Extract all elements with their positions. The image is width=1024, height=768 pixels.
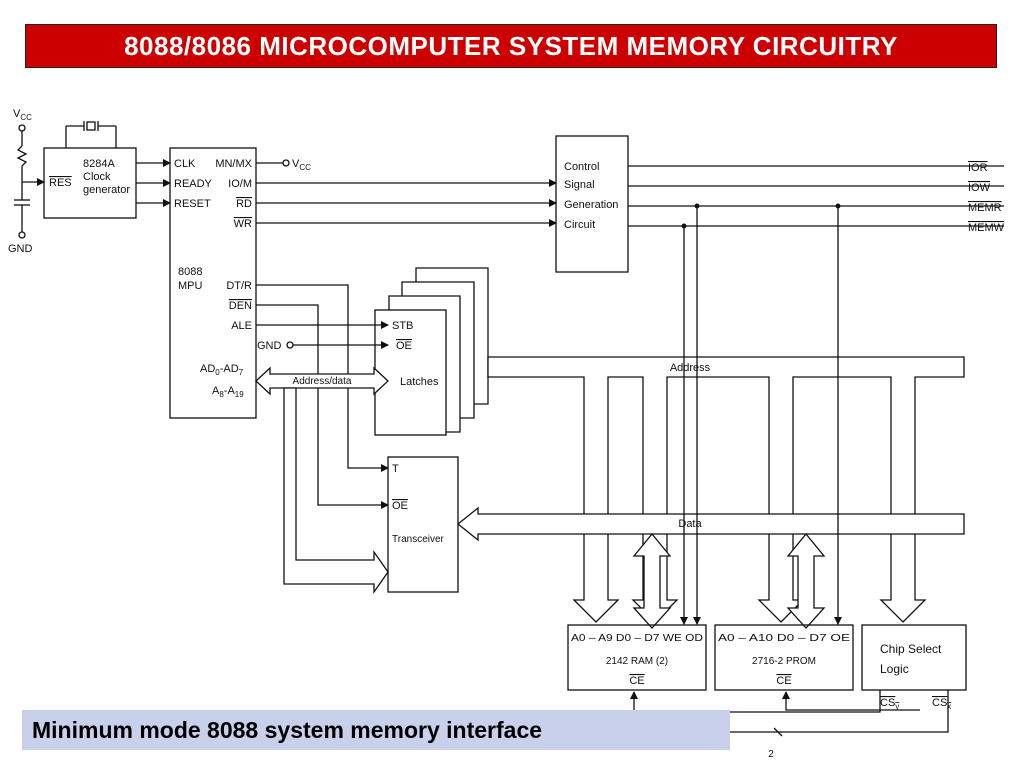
mpu-pin-iom: IO/M — [228, 178, 252, 190]
power-reset-circuit — [14, 124, 45, 239]
mpu-box — [169, 147, 257, 419]
res-label: RES — [49, 177, 72, 189]
address-data-label: Address/data — [293, 376, 352, 387]
mpu-name-2: MPU — [178, 280, 203, 292]
oe-gnd-label: GND — [257, 340, 282, 352]
chip-select-name-1: Chip Select — [880, 642, 942, 656]
control-name-3: Generation — [564, 199, 618, 211]
latches-stack — [374, 267, 489, 436]
ram-data-arrow — [632, 532, 672, 629]
clock-name-3: generator — [83, 184, 130, 196]
vcc-terminal — [18, 124, 26, 132]
latches-name: Latches — [400, 376, 439, 388]
mpu-pin-mnmx: MN/MX — [215, 158, 252, 170]
mpu-pin-rd: RD — [236, 198, 252, 210]
clock-name-2: Clock — [83, 171, 111, 183]
mpu-pin-den: DEN — [229, 300, 252, 312]
vcc-label: V — [13, 108, 21, 120]
control-name-4: Circuit — [564, 219, 595, 231]
control-name-1: Control — [564, 161, 599, 173]
vcc-sub-label: CC — [20, 113, 32, 122]
clock-name-1: 8284A — [83, 158, 115, 170]
latches-stb: STB — [392, 320, 413, 332]
output-iow: IOW — [968, 182, 991, 194]
title-bar: 8088/8086 MICROCOMPUTER SYSTEM MEMORY CI… — [25, 24, 997, 68]
address-bus — [487, 356, 965, 623]
ram-name: 2142 RAM (2) — [606, 656, 668, 667]
mpu-vcc-label: V — [292, 158, 300, 170]
latches-oe: OE — [396, 340, 412, 352]
mpu-pin-dtr: DT/R — [226, 280, 252, 292]
transceiver-oe: OE — [392, 500, 408, 512]
svg-text:AD0-AD7: AD0-AD7 — [200, 363, 244, 377]
prom-ce: CE — [776, 675, 791, 687]
output-memr: MEMR — [968, 202, 1002, 214]
mpu-pin-wr: WR — [234, 218, 252, 230]
bus-width-label: 2 — [768, 749, 774, 760]
cs-y-label: CS — [880, 697, 895, 709]
svg-text:CSy: CSy — [880, 697, 899, 711]
prom-name: 2716-2 PROM — [752, 656, 816, 667]
resistor-symbol — [16, 145, 28, 167]
svg-text:A8-A19: A8-A19 — [212, 385, 244, 399]
gnd-label: GND — [8, 243, 33, 255]
mpu-pin-ale: ALE — [231, 320, 252, 332]
oe-gnd-terminal — [286, 341, 294, 349]
slide-title: 8088/8086 MICROCOMPUTER SYSTEM MEMORY CI… — [124, 30, 898, 61]
prom-box — [714, 624, 854, 691]
mpu-pin-reset: RESET — [174, 198, 211, 210]
ram-pins: A0 – A9 D0 – D7 WE OD — [571, 633, 703, 644]
caption-bar: Minimum mode 8088 system memory interfac… — [22, 710, 730, 750]
caption-text: Minimum mode 8088 system memory interfac… — [32, 716, 543, 743]
output-ior: IOR — [968, 162, 988, 174]
svg-text:CSx: CSx — [932, 697, 951, 711]
mpu-pin-clk: CLK — [174, 158, 196, 170]
ram-box — [567, 624, 707, 691]
prom-pins: A0 – A10 D0 – D7 OE — [718, 633, 850, 644]
gnd-terminal — [18, 231, 26, 239]
crystal-symbol — [65, 121, 117, 148]
mpu-vcc-sub: CC — [299, 163, 311, 172]
address-data-to-transceiver — [283, 387, 389, 595]
mpu-name-1: 8088 — [178, 266, 202, 278]
chip-select-box — [861, 624, 967, 691]
svg-text:VCC: VCC — [292, 158, 311, 172]
data-bus — [456, 506, 965, 542]
control-name-2: Signal — [564, 179, 595, 191]
transceiver-name: Transceiver — [392, 534, 445, 545]
mnmx-vcc-terminal — [282, 159, 290, 167]
svg-text:VCC: VCC — [13, 108, 32, 122]
output-memw: MEMW — [968, 222, 1005, 234]
mpu-a-label: A — [212, 385, 220, 397]
ram-ce: CE — [629, 675, 644, 687]
control-signal-box — [555, 135, 629, 273]
address-bus-label: Address — [670, 362, 711, 374]
prom-data-arrow — [786, 532, 826, 629]
cs-x-label: CS — [932, 697, 947, 709]
mpu-ad-label: AD — [200, 363, 215, 375]
mpu-pin-ready: READY — [174, 178, 213, 190]
transceiver-t: T — [392, 463, 399, 475]
transceiver-box — [387, 456, 459, 593]
data-bus-label: Data — [678, 518, 702, 530]
chip-select-name-2: Logic — [880, 662, 909, 676]
